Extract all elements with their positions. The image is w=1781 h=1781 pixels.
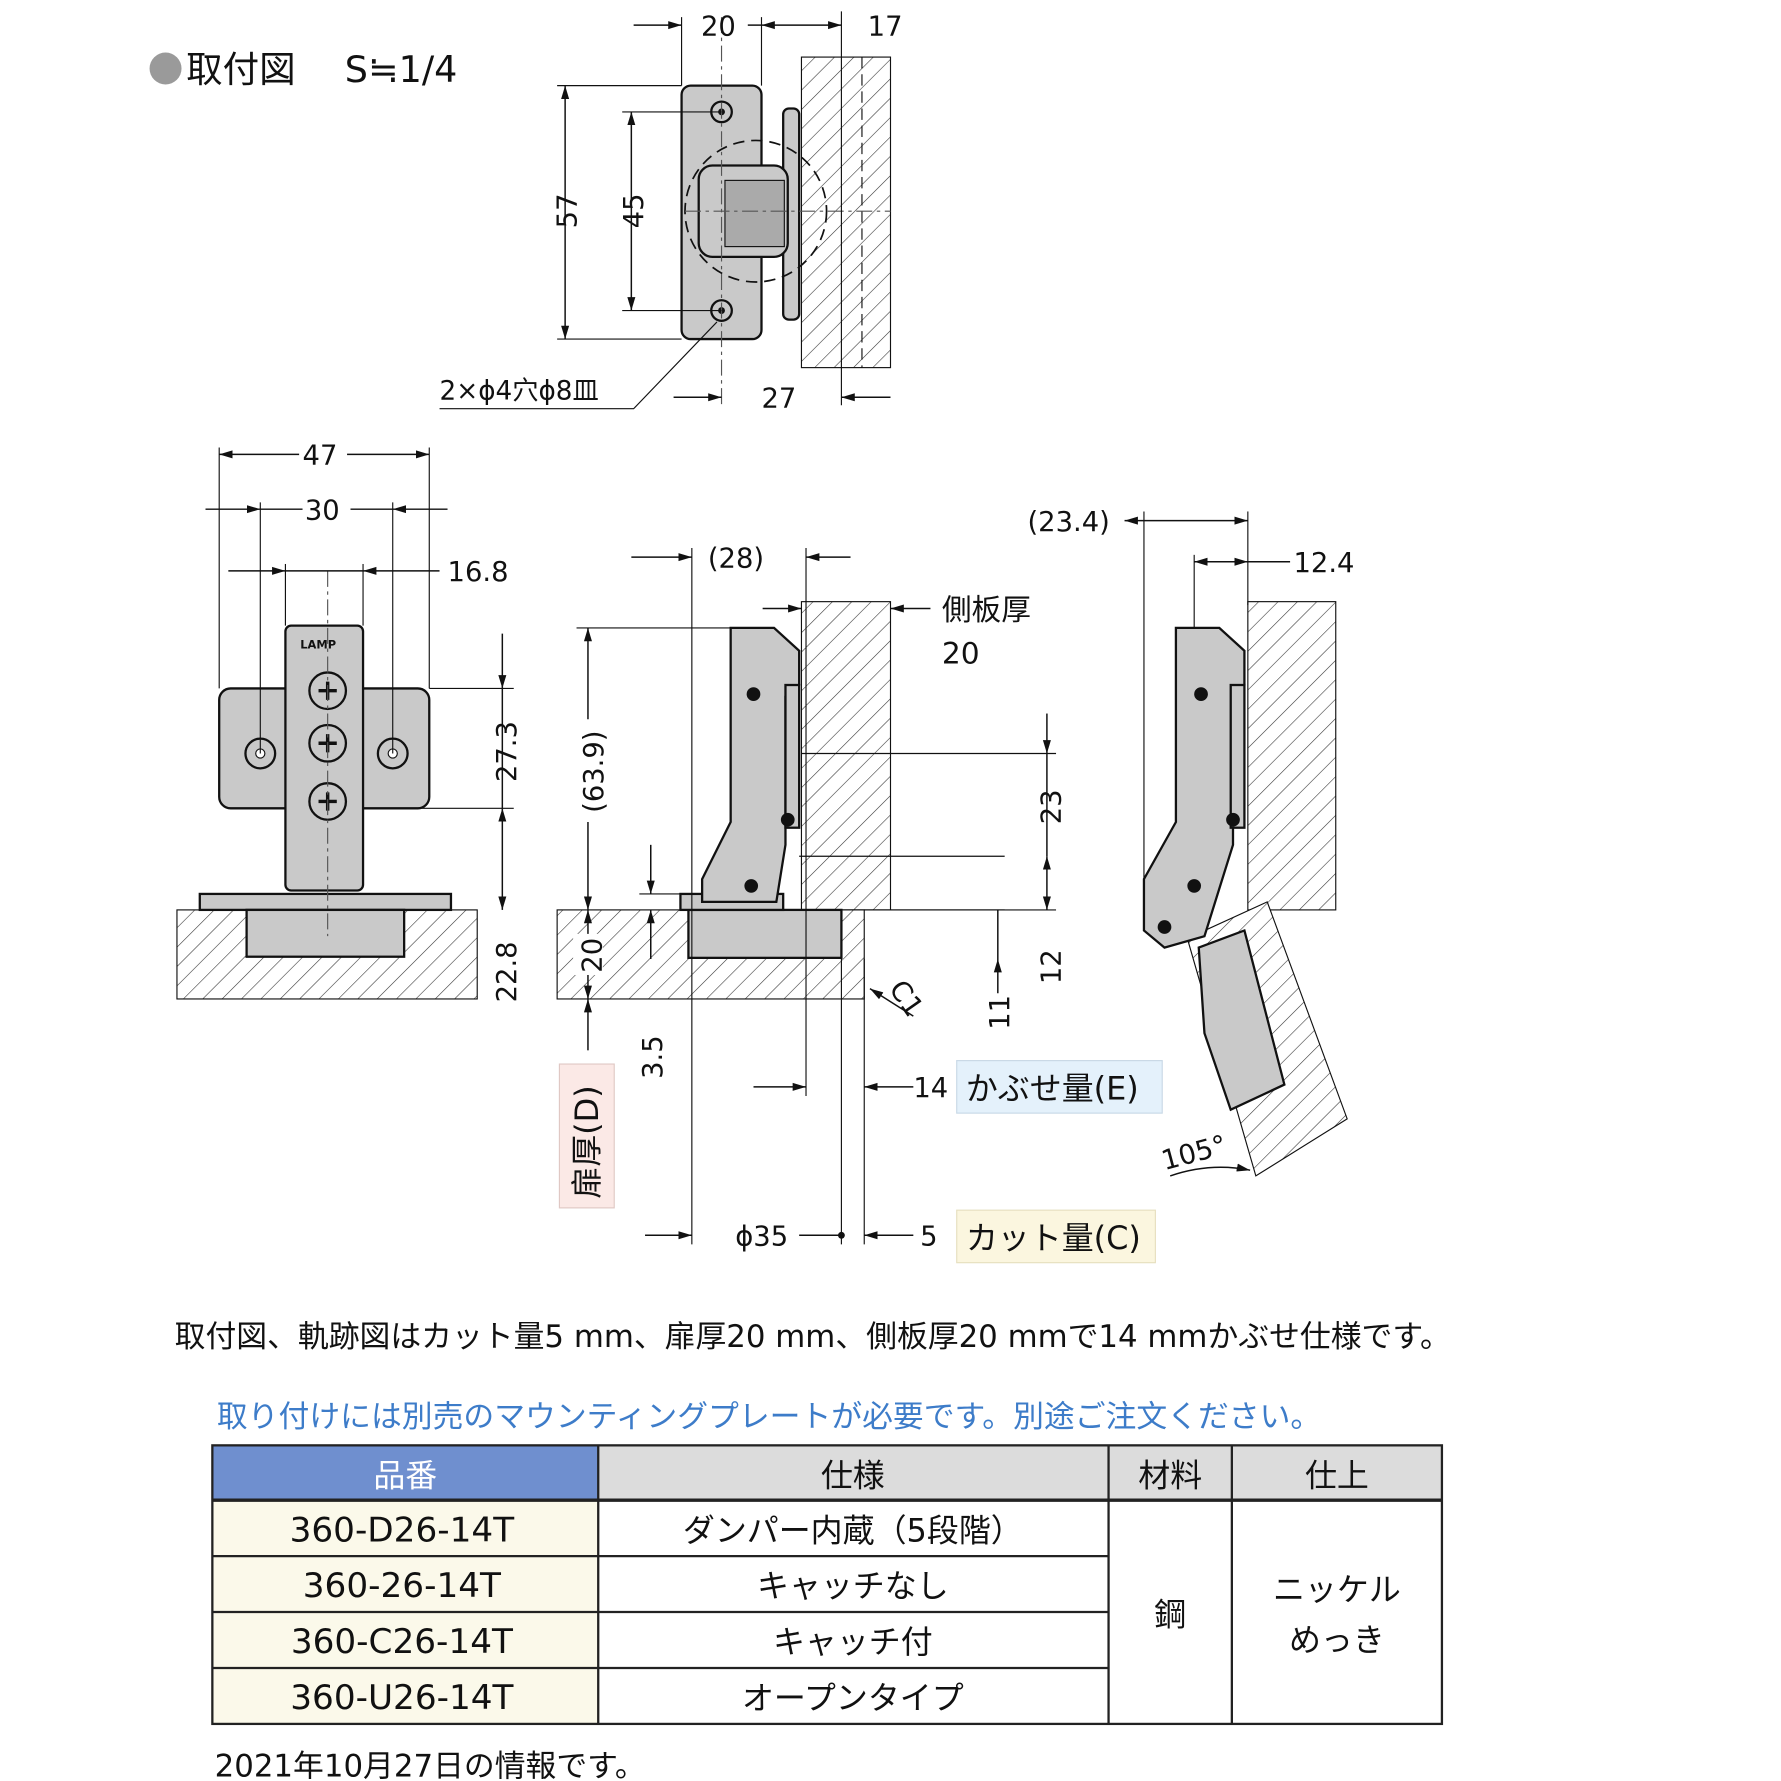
spec-cell: ダンパー内蔵（5段階） <box>683 1511 1023 1549</box>
chamfer-c1: C1 <box>882 975 928 1023</box>
header-spec: 仕様 <box>821 1456 885 1494</box>
dim-3-5: 3.5 <box>638 1035 669 1079</box>
side-panel-label: 側板厚 <box>942 592 1031 627</box>
material-cell: 鋼 <box>1154 1596 1186 1634</box>
dim-35: ϕ35 <box>735 1222 788 1253</box>
dim-12: 12 <box>1037 949 1068 984</box>
dim-door-20: 20 <box>578 938 609 973</box>
dim-14: 14 <box>913 1073 948 1104</box>
section-title: 取付図 S≒1/4 <box>149 48 458 91</box>
dim-28: (28) <box>708 543 764 574</box>
header-part-number: 品番 <box>373 1456 437 1494</box>
finish-cell-line1: ニッケル <box>1273 1571 1401 1609</box>
side-panel-value: 20 <box>942 635 980 670</box>
title-label: 取付図 <box>186 48 296 91</box>
date-note: 2021年10月27日の情報です。 <box>215 1748 646 1781</box>
spec-cell: オープンタイプ <box>742 1679 964 1717</box>
dim-47: 47 <box>303 441 338 472</box>
dim-57: 57 <box>553 193 584 228</box>
dim-17: 17 <box>868 11 903 42</box>
header-material: 材料 <box>1138 1456 1202 1494</box>
dim-5: 5 <box>920 1222 937 1253</box>
overlay-amount-label: かぶせ量(E) <box>966 1069 1139 1107</box>
product-table: 品番 仕様 材料 仕上 360-D26-14T ダンパー内蔵（5段階） 360-… <box>211 1444 1444 1726</box>
dim-23-4: (23.4) <box>1028 507 1110 538</box>
header-finish: 仕上 <box>1305 1456 1369 1494</box>
brand-logo: LAMP <box>300 637 336 651</box>
dim-63-9: (63.9) <box>579 731 610 813</box>
header-cell-part <box>212 1445 599 1501</box>
dim-23: 23 <box>1037 789 1068 824</box>
spec-cell: キャッチなし <box>757 1567 949 1605</box>
dim-30: 30 <box>305 495 340 526</box>
part-number-cell: 360-D26-14T <box>290 1510 516 1550</box>
dim-22-8: 22.8 <box>492 941 523 1002</box>
door-thickness-label: 扉厚(D) <box>568 1085 606 1198</box>
dim-45: 45 <box>619 193 650 228</box>
dim-27-3: 27.3 <box>492 721 523 782</box>
part-number-cell: 360-U26-14T <box>290 1678 514 1718</box>
dim-12-4: 12.4 <box>1294 548 1355 579</box>
cut-amount-label: カット量(C) <box>966 1219 1141 1257</box>
part-number-cell: 360-C26-14T <box>291 1622 514 1662</box>
spec-note: 取付図、軌跡図はカット量5 mm、扉厚20 mm、側板厚20 mmで14 mmか… <box>175 1319 1451 1355</box>
side-panel-section <box>800 56 892 369</box>
open-view: (23.4) 12.4 105° <box>1028 507 1355 1177</box>
side-view: (28) 側板厚 20 (63.9) 20 3.5 23 12 11 C1 14 <box>556 543 1163 1264</box>
hinge-body <box>700 626 801 904</box>
mounting-plate-notice: 取り付けには別売のマウンティングプレートが必要です。別途ご注文ください。 <box>217 1399 1321 1435</box>
part-number-cell: 360-26-14T <box>303 1566 502 1606</box>
side-panel-section <box>800 601 892 911</box>
hole-note: 2×ϕ4穴ϕ8皿 <box>440 377 599 407</box>
dim-16-8: 16.8 <box>448 557 509 588</box>
cut-amount-label-box <box>956 1209 1156 1264</box>
bullet-icon <box>149 52 182 85</box>
finish-cell-line2: めっき <box>1289 1621 1385 1659</box>
top-view: 20 17 57 45 27 2×ϕ4穴ϕ8皿 <box>440 11 903 414</box>
spec-cell: キャッチ付 <box>773 1623 933 1661</box>
title-scale: S≒1/4 <box>345 48 458 91</box>
front-view: LAMP 47 30 16.8 27.3 22.8 <box>176 438 523 1002</box>
dim-11: 11 <box>985 995 1016 1030</box>
dim-27: 27 <box>761 384 796 415</box>
overlay-amount-label-box <box>956 1060 1163 1114</box>
door-thickness-label-box <box>558 1063 615 1209</box>
dim-20: 20 <box>701 11 736 42</box>
